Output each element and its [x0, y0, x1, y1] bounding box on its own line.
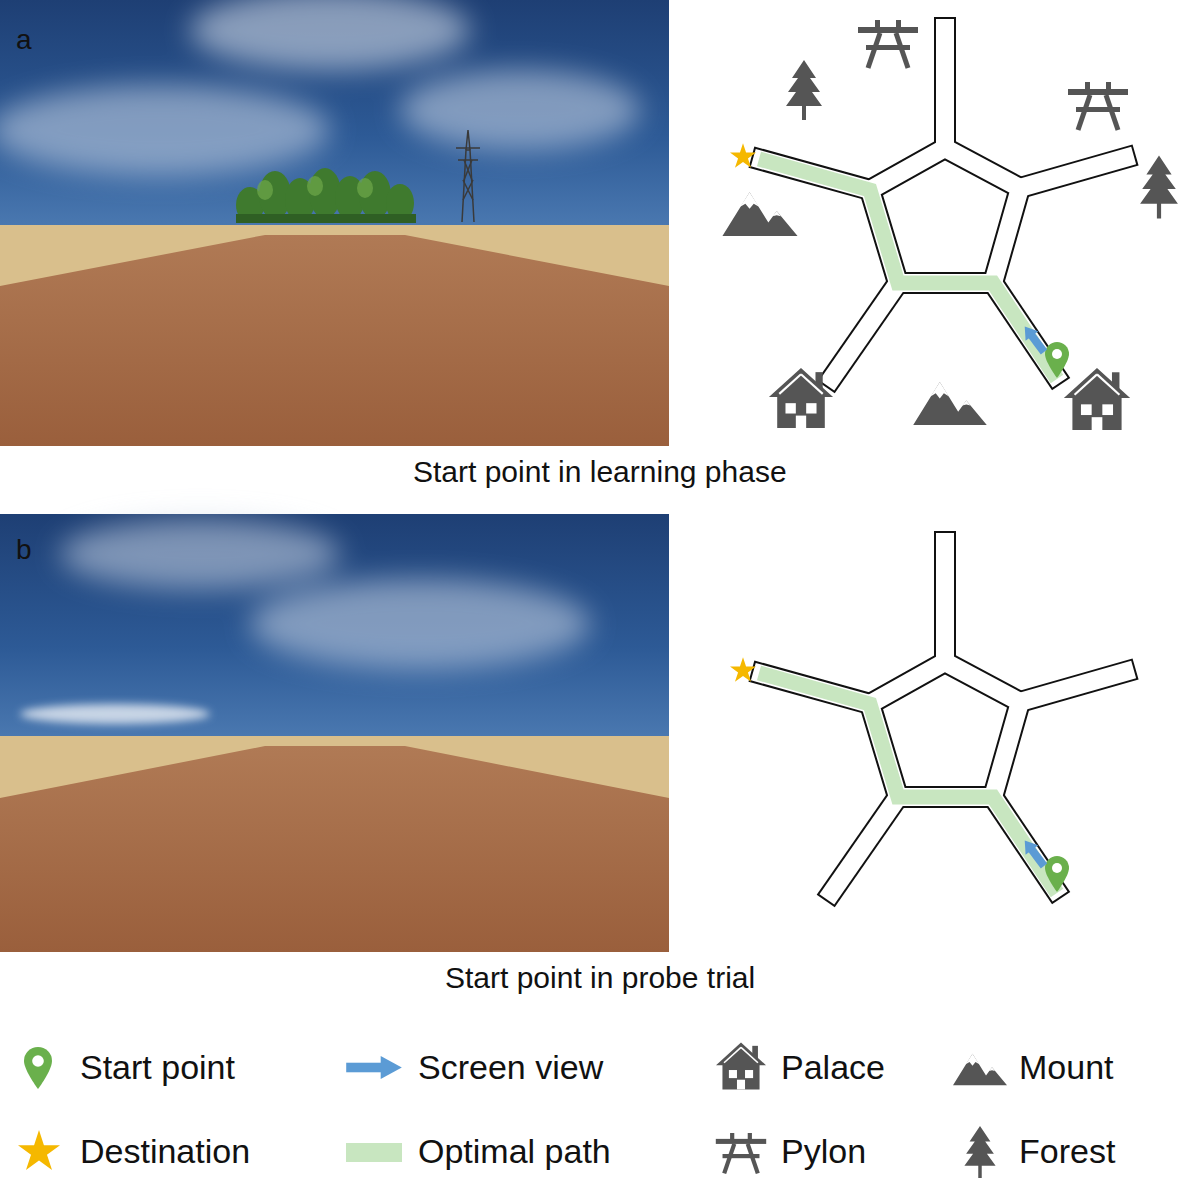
legend-text: Start point: [80, 1048, 235, 1087]
legend-text: Screen view: [418, 1048, 603, 1087]
legend-text: Pylon: [781, 1132, 866, 1171]
legend-text: Destination: [80, 1132, 250, 1171]
legend-text: Mount: [1019, 1048, 1114, 1087]
panel-caption: Start point in learning phase: [413, 455, 787, 490]
legend-text: Optimal path: [418, 1132, 611, 1171]
panel-caption: Start point in probe trial: [445, 961, 755, 996]
legend-text: Palace: [781, 1048, 885, 1087]
legend-swatch: [346, 1143, 402, 1162]
panel-letter: a: [16, 24, 32, 56]
legend-text: Forest: [1019, 1132, 1115, 1171]
panel-letter: b: [16, 534, 32, 566]
